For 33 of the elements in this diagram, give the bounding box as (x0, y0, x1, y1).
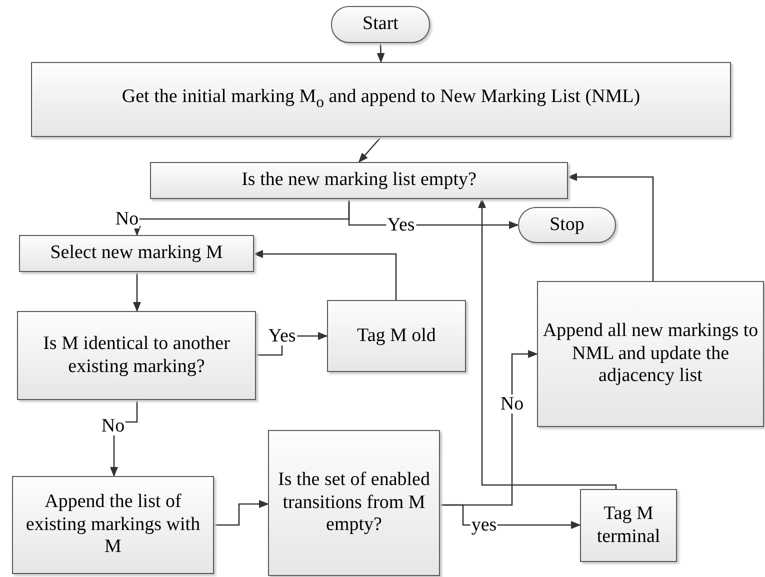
process-box (19, 235, 254, 272)
arrow (478, 198, 617, 490)
arrow (253, 250, 397, 300)
box-text: Append the list of existing markings with M (24, 490, 202, 560)
edge-label: No (114, 210, 140, 228)
process-box (327, 300, 466, 372)
process-box (150, 162, 568, 199)
edge-label: No (499, 394, 525, 414)
box-text: Tag M terminal (596, 502, 662, 548)
process-box (12, 476, 214, 574)
terminal-shape (331, 6, 430, 43)
box-text: Is M identical to another existing marking? (42, 332, 231, 378)
terminal-shape (518, 207, 616, 243)
edge-label: No (100, 416, 126, 436)
arrow (376, 42, 385, 63)
box-text: Get the initial marking M$_{o}$ and append to New Marking List (NML) (122, 86, 640, 113)
arrow (214, 500, 269, 526)
terminal-text: Stop (550, 214, 584, 236)
box-text: Is the set of enabled transitions from M empty? (277, 468, 431, 538)
box-text: Append all new markings to NML and update the adjacency list (542, 320, 759, 388)
edge-label: Yes (267, 326, 297, 346)
arrow (567, 173, 654, 281)
box-text: Select new marking M (50, 242, 223, 265)
box-text: Tag M old (357, 324, 436, 348)
process-box (537, 281, 764, 427)
terminal-text: Start (362, 13, 398, 36)
process-box (31, 62, 731, 137)
process-box (268, 430, 440, 576)
arrow (133, 272, 141, 312)
box-text: Is the new marking list empty? (242, 169, 476, 192)
arrow (358, 136, 382, 163)
process-box (17, 311, 256, 400)
process-box (580, 489, 677, 562)
